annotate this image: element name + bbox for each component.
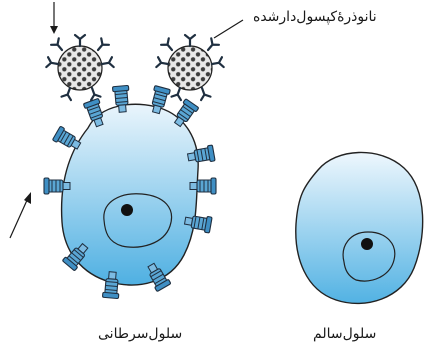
nanoparticle-icon xyxy=(46,35,113,100)
healthy-cell-label: سلول‌سالم xyxy=(313,325,376,343)
nanoparticle-label: نانوذرۀکپسول‌دارشده xyxy=(253,8,377,26)
nanoparticle-leader-line xyxy=(214,20,243,38)
arrow-to-receptor xyxy=(10,192,31,238)
healthy-cell-nucleolus xyxy=(361,238,373,250)
cancer-cell-nucleolus xyxy=(121,204,133,216)
arrow-to-nanoparticle xyxy=(50,2,58,34)
cancer-cell-label: سلول‌سرطانی xyxy=(98,325,182,343)
